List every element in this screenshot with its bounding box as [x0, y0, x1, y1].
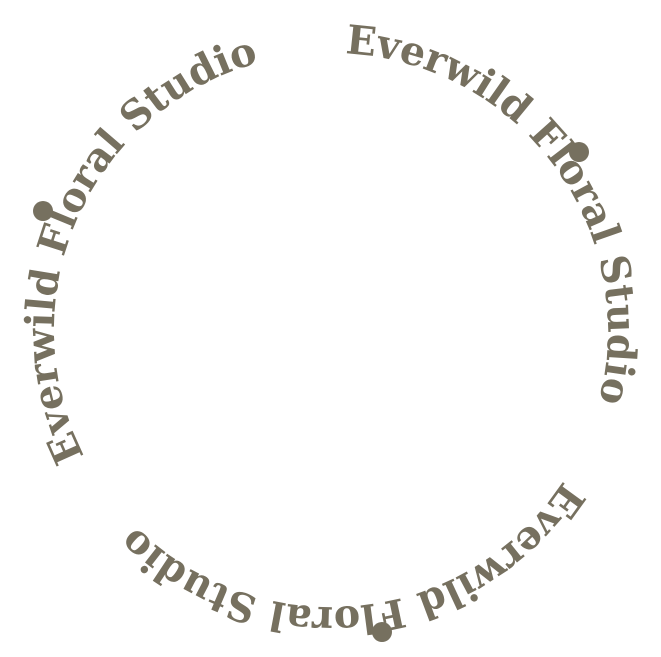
brand-name-ring-text: Everwild Floral Studio [110, 475, 594, 644]
ring-text-group: Everwild Floral Studio Everwild Floral S… [16, 16, 645, 644]
brand-name-3: Everwild Floral Studio [16, 27, 262, 471]
separator-dot [372, 622, 392, 642]
brand-name-ring-text: Everwild Floral Studio [344, 16, 645, 409]
separator-dots [33, 142, 589, 642]
separator-dot [33, 201, 53, 221]
brand-name-1: Everwild Floral Studio [344, 16, 645, 409]
separator-dot [569, 142, 589, 162]
brand-name-ring-text: Everwild Floral Studio [16, 27, 262, 471]
brand-name-2: Everwild Floral Studio [110, 475, 594, 644]
